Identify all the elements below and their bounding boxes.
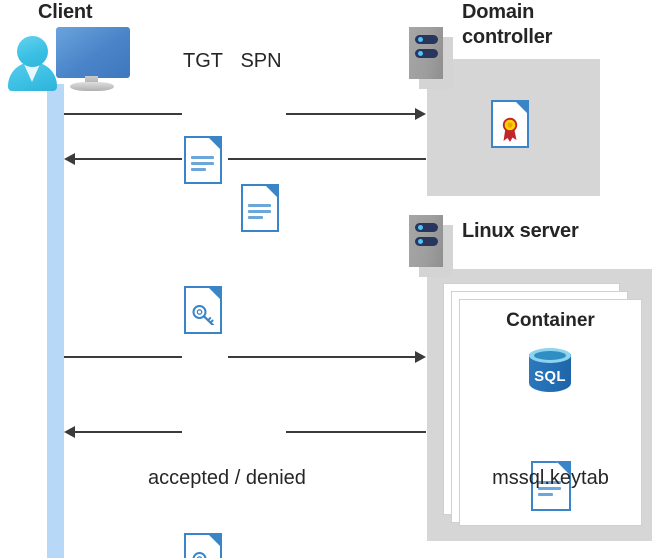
key-icon [192, 305, 215, 325]
server-bay [415, 35, 438, 44]
server-bay [415, 237, 438, 246]
flow-auth-result-line-right [286, 431, 426, 433]
flow-ticket-presented-line-left [64, 356, 182, 358]
container-card-front: Container SQL mssql.keytab [459, 299, 642, 526]
document-text-lines [191, 156, 214, 174]
server-rack-icon [409, 27, 443, 79]
linux-server-server-icon [409, 215, 457, 281]
server-led [418, 225, 423, 230]
sql-cylinder-rim-inner [534, 351, 566, 360]
sql-label: SQL [534, 368, 566, 385]
keytab-document-icon [531, 461, 571, 511]
server-led [418, 37, 423, 42]
server-bay [415, 223, 438, 232]
server-bay [415, 49, 438, 58]
flow-ticket-response-arrowhead [64, 153, 75, 165]
server-led [418, 239, 423, 244]
domain-controller-title-line1: Domain [462, 1, 535, 23]
tgt-label: TGT [183, 50, 223, 72]
client-title: Client [38, 1, 93, 23]
document-text-lines [248, 204, 271, 222]
linux-server-title: Linux server [462, 220, 579, 242]
certificate-ribbon-icon [502, 117, 518, 142]
flow-ticket-presented-arrowhead [415, 351, 426, 363]
keytab-filename-label: mssql.keytab [492, 467, 609, 489]
flow-auth-result-arrowhead [64, 426, 75, 438]
certificate-document-icon [491, 100, 529, 148]
domain-controller-title: Domain controller [462, 0, 622, 50]
flow-tgt-spn-arrowhead [415, 108, 426, 120]
spn-document-icon [241, 184, 279, 232]
client-lifeline-bar [47, 84, 64, 558]
person-collar [23, 62, 41, 82]
monitor-neck [85, 76, 98, 87]
document-text-lines [538, 481, 561, 499]
key-icon [192, 552, 207, 558]
flow-ticket-response-line-left [74, 158, 182, 160]
spn-label: SPN [240, 50, 282, 72]
flow-ticket-presented-line-right [228, 356, 417, 358]
monitor-screen [56, 27, 130, 78]
flow-tgt-spn-line-left [64, 113, 182, 115]
ticket-key-document-icon [184, 286, 222, 334]
monitor-base [70, 82, 114, 91]
flow-tgt-spn-line-right [286, 113, 417, 115]
tgt-document-icon [184, 136, 222, 184]
client-workstation-icon [0, 0, 140, 95]
domain-controller-server-icon [409, 27, 457, 93]
flow-auth-result-line-left [74, 431, 182, 433]
container-title: Container [506, 310, 595, 331]
server-rack-icon [409, 215, 443, 267]
presented-key-document-icon [184, 533, 222, 558]
person-head [17, 36, 48, 67]
auth-result-caption: accepted / denied [148, 467, 306, 489]
sql-database-icon: SQL [527, 346, 573, 396]
server-led [418, 51, 423, 56]
domain-controller-title-line2: controller [462, 26, 553, 48]
flow-ticket-response-line-right [228, 158, 426, 160]
